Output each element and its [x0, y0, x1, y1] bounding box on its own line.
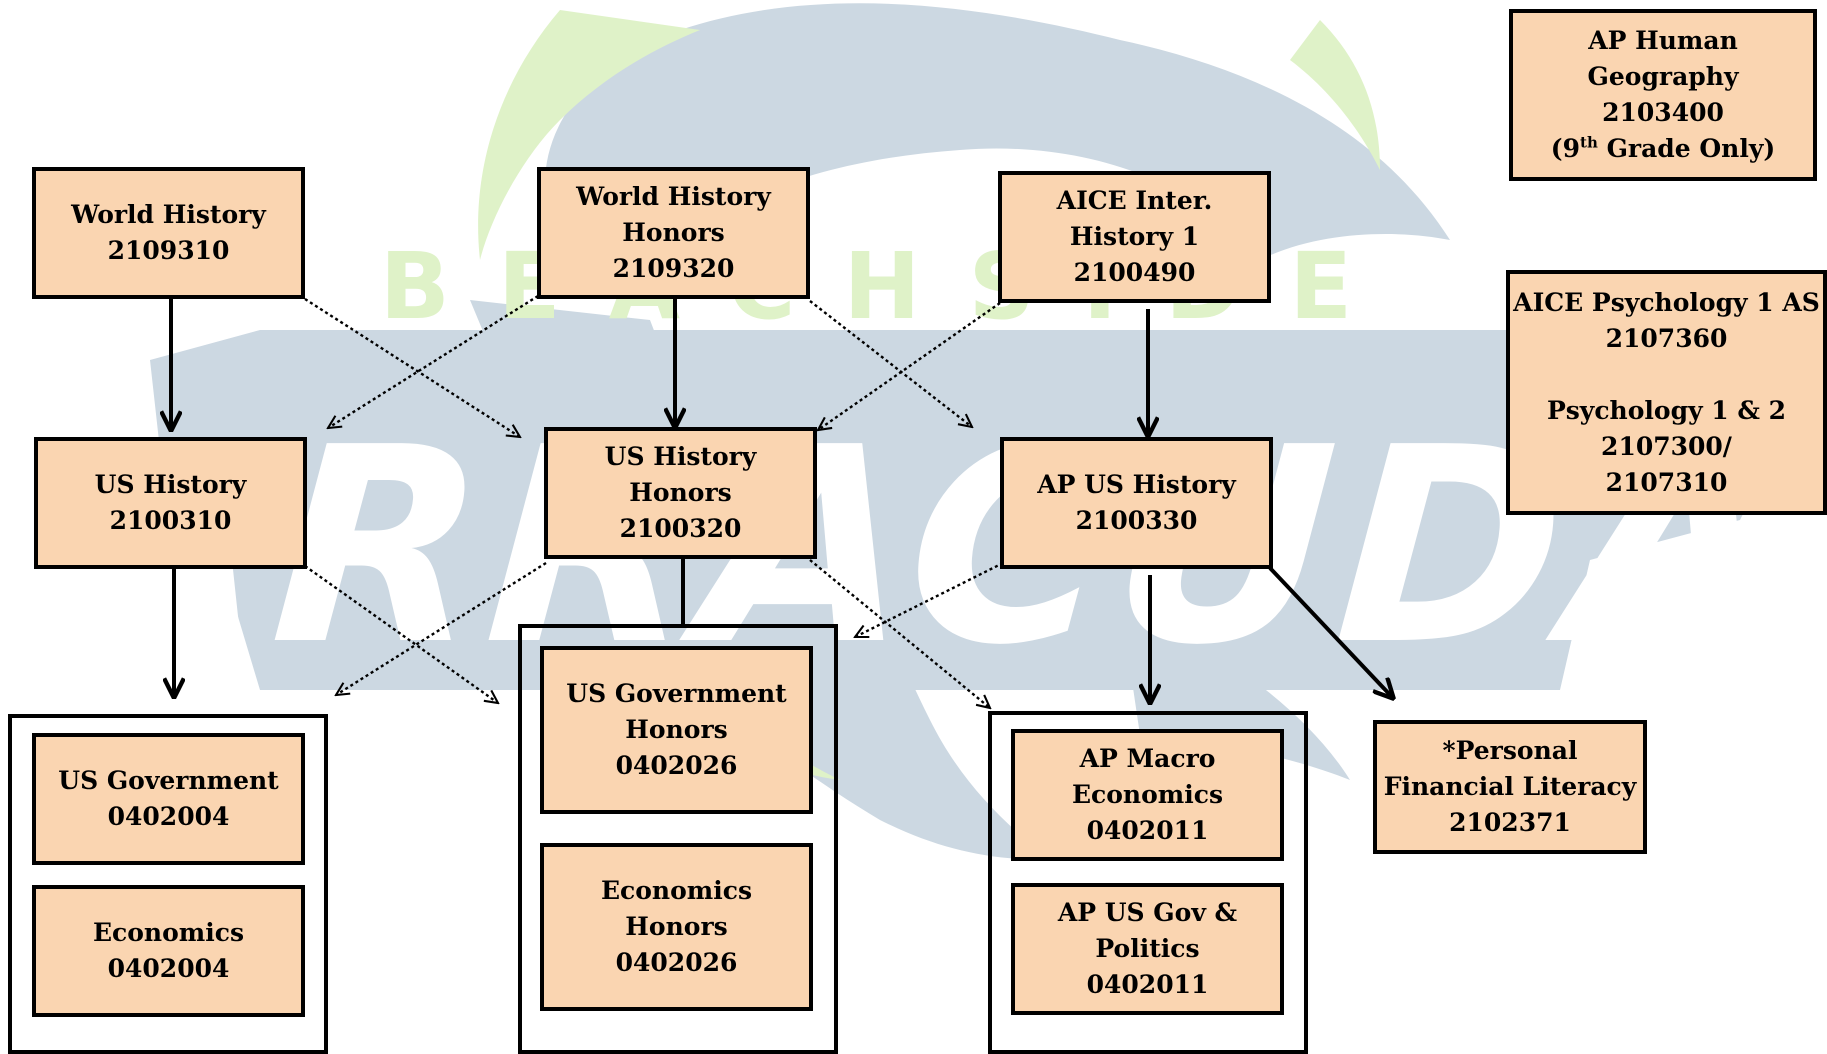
course-code: 2109310	[107, 236, 230, 265]
arrow-world-history-honors-to-ap-us-history	[809, 300, 972, 427]
course-level: Honors	[629, 478, 732, 507]
course-note: (9th Grade Only)	[1550, 133, 1776, 163]
course-economics: Economics 0402004	[32, 885, 305, 1017]
course-code: 2102371	[1449, 808, 1571, 837]
course-title: World History	[71, 200, 266, 229]
course-ap-macro-economics: AP Macro Economics 0402011	[1011, 729, 1284, 861]
course-aice-inter-history: AICE Inter. History 1 2100490	[998, 171, 1271, 303]
watermark-accent-swoosh	[478, 10, 700, 260]
course-code: 2100310	[109, 506, 232, 535]
course-title: AP US History	[1037, 470, 1236, 499]
course-code: 0402011	[1086, 970, 1209, 999]
course-pathway-diagram: BEACHSIDE BARRACUDAS World H	[0, 3, 1827, 1054]
course-code: 0402026	[615, 948, 738, 977]
course-title: AICE Inter.	[1056, 186, 1213, 215]
arrow-ap-us-history-to-personal-finance	[1268, 566, 1393, 698]
course-personal-financial-literacy: *Personal Financial Literacy 2102371	[1373, 720, 1647, 854]
course-title: US Government	[566, 679, 787, 708]
course-title: AP Macro	[1079, 744, 1216, 773]
arrow-us-history-to-honors-group	[304, 565, 498, 703]
course-us-government-honors: US Government Honors 0402026	[540, 646, 813, 814]
course-level: Honors	[625, 715, 728, 744]
course-title: AP Human	[1588, 26, 1738, 55]
course-title: US Government	[58, 766, 279, 795]
course-us-history-honors: US History Honors 2100320	[544, 427, 817, 559]
watermark-banner-shape	[150, 330, 1790, 690]
arrow-world-history-honors-to-us-history	[328, 294, 539, 428]
course-ap-us-gov-politics: AP US Gov & Politics 0402011	[1011, 883, 1284, 1015]
course-subtitle: Geography	[1587, 62, 1739, 91]
arrow-aice-to-us-history-honors	[818, 302, 1001, 430]
arrow-ap-us-history-to-honors-group	[855, 561, 1004, 639]
course-title: AP US Gov &	[1057, 898, 1238, 927]
course-code: 2100320	[619, 514, 742, 543]
watermark-banner	[150, 330, 1790, 690]
course-title: Economics	[92, 918, 245, 947]
arrow-us-history-honors-to-regular-group	[336, 561, 547, 695]
course-title: AICE Psychology 1 AS	[1513, 287, 1820, 317]
course-level: Honors	[622, 218, 725, 247]
course-level: Honors	[625, 912, 728, 941]
course-subtitle: Politics	[1095, 934, 1200, 963]
arrow-world-history-to-us-history-honors	[304, 297, 520, 437]
course-ap-us-history: AP US History 2100330	[1000, 437, 1273, 569]
course-title-alt: Psychology 1 & 2	[1546, 395, 1787, 425]
course-code-alt-2: 2107310	[1605, 467, 1728, 497]
course-subtitle: History 1	[1069, 222, 1200, 251]
connector-layer	[0, 294, 1827, 1030]
course-us-government: US Government 0402004	[32, 733, 305, 865]
course-world-history-honors: World History Honors 2109320	[537, 167, 810, 299]
course-subtitle: Economics	[1071, 780, 1224, 809]
course-code: 0402004	[107, 954, 230, 983]
course-code: 0402026	[615, 751, 738, 780]
course-code: 2100330	[1075, 506, 1198, 535]
course-subtitle: Financial Literacy	[1383, 772, 1637, 801]
course-ap-human-geography: AP Human Geography 2103400 (9th Grade On…	[1509, 9, 1817, 181]
course-economics-honors: Economics Honors 0402026	[540, 843, 813, 1011]
course-title: *Personal	[1442, 736, 1578, 765]
course-us-history: US History 2100310	[34, 437, 307, 569]
course-code: 2109320	[612, 254, 735, 283]
course-title: World History	[576, 182, 771, 211]
course-code: 0402004	[107, 802, 230, 831]
arrow-us-history-honors-to-ap-group	[809, 559, 990, 708]
course-title: Economics	[600, 876, 753, 905]
watermark-accent-swoosh-right	[1290, 20, 1380, 170]
course-title: US History	[94, 470, 247, 499]
course-code: 2103400	[1602, 98, 1724, 127]
course-code: 2107360	[1605, 323, 1728, 353]
course-world-history: World History 2109310	[32, 167, 305, 299]
course-code-alt: 2107300/	[1601, 431, 1732, 461]
course-aice-psychology: AICE Psychology 1 AS 2107360 Psychology …	[1506, 270, 1827, 515]
course-title: US History	[604, 442, 757, 471]
course-code: 2100490	[1073, 258, 1196, 287]
course-code: 0402011	[1086, 816, 1209, 845]
